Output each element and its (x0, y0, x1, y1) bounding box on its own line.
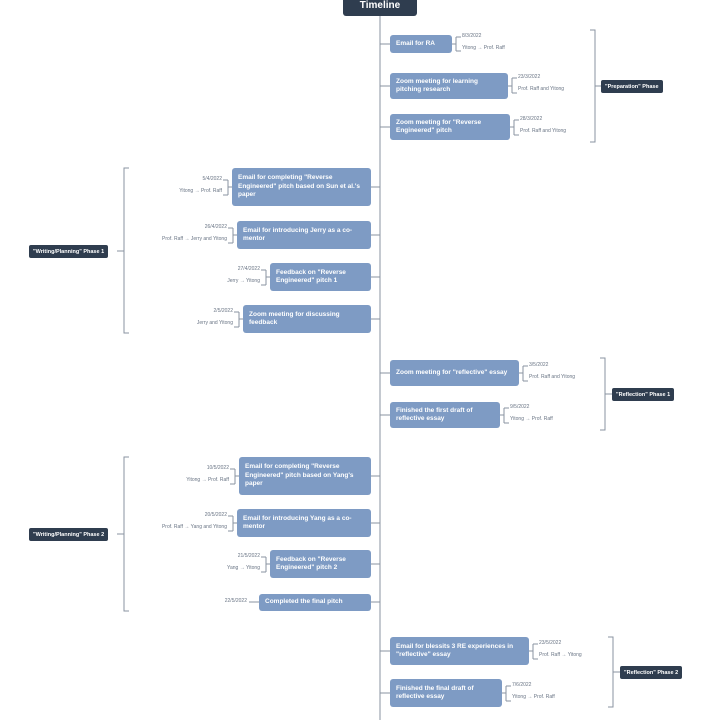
event-date: 2/5/2022 (213, 308, 233, 314)
phase-label-preparation: "Preparation" Phase (601, 80, 663, 93)
event-date: 10/5/2022 (206, 465, 229, 471)
event-date: 9/5/2022 (510, 404, 530, 410)
event-people: Prof. Raff → Yitong (539, 652, 582, 658)
event-people: Yitong → Prof. Raff (462, 45, 505, 51)
event-date: 26/4/2022 (204, 224, 227, 230)
event-meta: 22/5/2022 (225, 599, 247, 604)
event-date: 3/5/2022 (529, 362, 549, 368)
phase-label-writing-2: "Writing/Planning" Phase 2 (29, 528, 109, 541)
event-people: Prof. Raff and Yitong (529, 374, 576, 380)
event-node: Feedback on "Reverse Engineered" pitch 2 (270, 550, 371, 578)
event-date: 20/5/2022 (204, 512, 227, 518)
event-date: 8/3/2022 (462, 33, 482, 39)
event-date: 21/5/2022 (237, 553, 260, 559)
event-people: Yang → Yitong (227, 565, 260, 571)
event-node: Zoom meeting for "reflective" essay (390, 360, 519, 386)
event-node: Email for completing "Reverse Engineered… (239, 457, 371, 495)
event-people: Jerry → Yitong (227, 278, 260, 284)
event-node: Email for introducing Jerry as a co-ment… (237, 221, 371, 249)
event-node: Email for RA (390, 35, 452, 53)
event-people: Yitong → Prof. Raff (179, 188, 222, 194)
event-node: Email for introducing Yang as a co-mento… (237, 509, 371, 537)
event-date: 22/5/2022 (224, 598, 247, 604)
event-node: Zoom meeting for discussing feedback (243, 305, 371, 333)
event-people: Yitong → Prof. Raff (186, 477, 229, 483)
phase-label-writing-1: "Writing/Planning" Phase 1 (29, 245, 109, 258)
event-date: 23/3/2022 (518, 74, 541, 80)
event-people: Jerry and Yitong (196, 320, 233, 326)
event-date: 5/4/2022 (202, 176, 222, 182)
event-people: Yitong → Prof. Raff (512, 694, 555, 700)
event-date: 27/4/2022 (237, 266, 260, 272)
event-date: 28/3/2022 (520, 116, 543, 122)
event-node: Finished the final draft of reflective e… (390, 679, 502, 707)
event-node: Feedback on "Reverse Engineered" pitch 1 (270, 263, 371, 291)
event-people: Prof. Raff and Yitong (518, 86, 565, 92)
event-node: Finished the first draft of reflective e… (390, 402, 500, 428)
event-people: Prof. Raff → Yang and Yitong (161, 524, 227, 530)
event-node: Completed the final pitch (259, 594, 371, 611)
event-people: Yitong → Prof. Raff (510, 416, 553, 422)
event-date: 7/6/2022 (512, 682, 532, 688)
timeline-title: Timeline (343, 0, 417, 16)
event-people: Prof. Raff and Yitong (520, 128, 567, 134)
event-node: Zoom meeting for "Reverse Engineered" pi… (390, 114, 510, 140)
event-node: Email for blessits 3 RE experiences in "… (390, 637, 529, 665)
event-people: Prof. Raff → Jerry and Yitong (162, 236, 227, 242)
phase-label-reflection-1: "Reflection" Phase 1 (612, 388, 675, 401)
event-date: 23/5/2022 (539, 640, 562, 646)
event-node: Zoom meeting for learning pitching resea… (390, 73, 508, 99)
phase-label-reflection-2: "Reflection" Phase 2 (620, 666, 683, 679)
event-node: Email for completing "Reverse Engineered… (232, 168, 371, 206)
